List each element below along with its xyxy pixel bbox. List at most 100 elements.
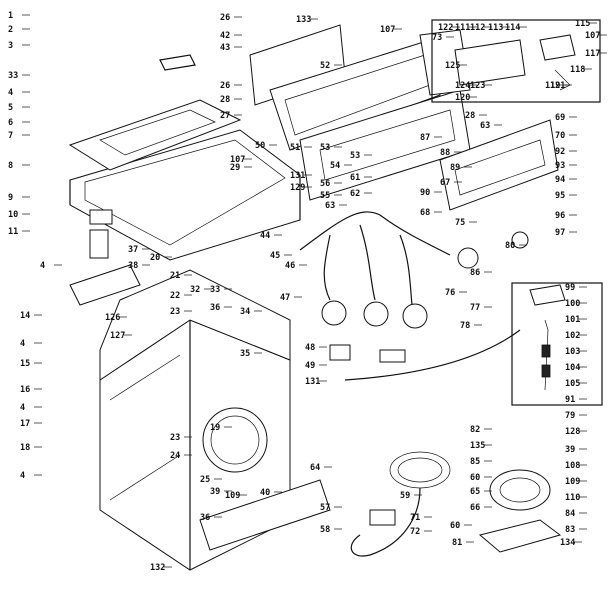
callout-50: 50 <box>255 141 265 151</box>
callout-102: 102 <box>565 331 580 341</box>
callout-83: 83 <box>565 525 575 535</box>
console-assembly <box>249 24 559 269</box>
callout-55: 55 <box>320 191 330 201</box>
callout-72: 72 <box>410 527 420 537</box>
inset-detail-right <box>511 282 603 406</box>
callout-129: 129 <box>290 183 305 193</box>
callout-11: 11 <box>8 227 18 237</box>
callout-53: 53 <box>350 151 360 161</box>
callout-84: 84 <box>565 509 575 519</box>
callout-107: 107 <box>585 31 600 41</box>
callout-1: 1 <box>8 11 13 21</box>
callout-80: 80 <box>505 241 515 251</box>
wire-harness <box>299 211 451 329</box>
callout-43: 43 <box>220 43 230 53</box>
callout-8: 8 <box>8 161 13 171</box>
callout-126: 126 <box>105 313 120 323</box>
callout-64: 64 <box>310 463 320 473</box>
callout-101: 101 <box>565 315 580 325</box>
callout-39: 39 <box>565 445 575 455</box>
callout-68: 68 <box>420 208 430 218</box>
callout-120: 120 <box>455 93 470 103</box>
callout-35: 35 <box>240 349 250 359</box>
callout-36: 36 <box>210 303 220 313</box>
inset-detail-top <box>431 19 601 103</box>
callout-22: 22 <box>170 291 180 301</box>
callout-123: 123 <box>470 81 485 91</box>
callout-124: 124 <box>455 81 470 91</box>
callout-107: 107 <box>380 25 395 35</box>
callout-128: 128 <box>565 427 580 437</box>
callout-97: 97 <box>555 228 565 238</box>
callout-44: 44 <box>260 231 270 241</box>
callout-133: 133 <box>296 15 311 25</box>
callout-4: 4 <box>20 339 25 349</box>
callout-33: 33 <box>8 71 18 81</box>
callout-131: 131 <box>290 171 305 181</box>
callout-77: 77 <box>470 303 480 313</box>
callout-118: 118 <box>570 65 585 75</box>
callout-134: 134 <box>560 538 575 548</box>
callout-33: 33 <box>210 285 220 295</box>
callout-115: 115 <box>575 19 590 29</box>
callout-3: 3 <box>8 41 13 51</box>
callout-58: 58 <box>320 525 330 535</box>
callout-56: 56 <box>320 179 330 189</box>
cabinet <box>99 269 331 571</box>
callout-63: 63 <box>480 121 490 131</box>
callout-73: 73 <box>432 33 442 43</box>
callout-62: 62 <box>350 189 360 199</box>
callout-91: 91 <box>565 395 575 405</box>
callout-37: 37 <box>128 245 138 255</box>
callout-46: 46 <box>285 261 295 271</box>
callout-111: 111 <box>455 23 470 33</box>
callout-132: 132 <box>150 563 165 573</box>
callout-65: 65 <box>470 487 480 497</box>
callout-32: 32 <box>190 285 200 295</box>
callout-79: 79 <box>565 411 575 421</box>
callout-67: 67 <box>440 178 450 188</box>
callout-24: 24 <box>170 451 180 461</box>
callout-135: 135 <box>470 441 485 451</box>
callout-59: 59 <box>400 491 410 501</box>
callout-71: 71 <box>410 513 420 523</box>
callout-92: 92 <box>555 147 565 157</box>
callout-5: 5 <box>8 103 13 113</box>
callout-96: 96 <box>555 211 565 221</box>
callout-4: 4 <box>40 261 45 271</box>
callout-18: 18 <box>20 443 30 453</box>
callout-7: 7 <box>8 131 13 141</box>
callout-26: 26 <box>220 81 230 91</box>
callout-86: 86 <box>470 268 480 278</box>
callout-88: 88 <box>440 148 450 158</box>
callout-70: 70 <box>555 131 565 141</box>
callout-4: 4 <box>20 403 25 413</box>
callout-60: 60 <box>470 473 480 483</box>
callout-6: 6 <box>8 118 13 128</box>
callout-52: 52 <box>320 61 330 71</box>
callout-16: 16 <box>20 385 30 395</box>
callout-57: 57 <box>320 503 330 513</box>
callout-17: 17 <box>20 419 30 429</box>
callout-63: 63 <box>325 201 335 211</box>
callout-131: 131 <box>305 377 320 387</box>
callout-53: 53 <box>320 143 330 153</box>
callout-121: 121 <box>550 81 565 91</box>
callout-100: 100 <box>565 299 580 309</box>
callout-20: 20 <box>150 253 160 263</box>
callout-10: 10 <box>8 210 18 220</box>
callout-108: 108 <box>565 461 580 471</box>
callout-51: 51 <box>290 143 300 153</box>
callout-49: 49 <box>305 361 315 371</box>
callout-107: 107 <box>230 155 245 165</box>
top-cover-assembly <box>68 54 301 261</box>
callout-39: 39 <box>210 487 220 497</box>
callout-27: 27 <box>220 111 230 121</box>
callout-47: 47 <box>280 293 290 303</box>
callout-113: 113 <box>488 23 503 33</box>
callout-9: 9 <box>8 193 13 203</box>
callout-23: 23 <box>170 433 180 443</box>
callout-25: 25 <box>200 475 210 485</box>
